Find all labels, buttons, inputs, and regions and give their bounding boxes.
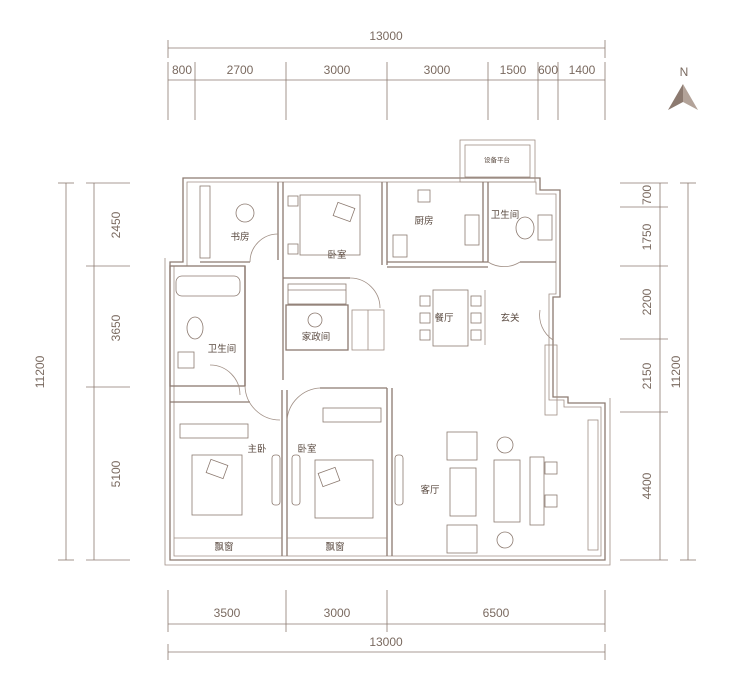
room-label-study: 书房 [230,231,249,243]
right-dimension-lines [620,182,696,561]
top-dimension-segment: 2700 [227,63,254,77]
right-total-dimension: 11200 [669,355,683,388]
bottom-dimension-segment: 3500 [214,606,241,620]
right-dimension-segment: 4400 [640,472,654,499]
room-label-housekeeping: 家政间 [302,331,331,343]
left-dimension-segment: 5100 [109,460,123,487]
room-label-master-bedroom: 主卧 [247,443,267,455]
top-dimension-segment: 600 [538,63,558,77]
room-label-kitchen: 厨房 [414,215,433,227]
left-dimension-lines [58,182,130,561]
top-total-dimension: 13000 [369,29,403,43]
top-dimension-segment: 800 [172,63,192,77]
top-dimension-lines [167,40,606,120]
top-dimension-segment: 3000 [324,63,351,77]
room-label-bedroom-bottom: 卧室 [297,443,316,455]
bottom-dimension-segment: 3000 [324,606,351,620]
door-swings [209,233,554,421]
room-label-entrance: 玄关 [500,312,520,324]
top-dimension-segment: 1400 [569,63,596,77]
right-dimension-segment: 1750 [640,223,654,250]
furniture [179,185,558,554]
right-dimension-segment: 700 [640,185,654,205]
bottom-total-dimension: 13000 [369,635,403,649]
left-dimension-segment: 2450 [109,211,123,238]
room-label-bathroom-left: 卫生间 [208,343,237,355]
compass-label: N [680,65,689,79]
left-total-dimension: 11200 [33,355,47,388]
room-label-living-room: 客厅 [420,484,440,496]
room-label-dining: 餐厅 [434,312,454,324]
bottom-dimension-lines [167,590,606,660]
top-dimension-segment: 1500 [500,63,527,77]
left-dimension-segment: 3650 [109,314,123,341]
room-label-bay-window-right: 飘窗 [325,541,344,553]
right-dimension-segment: 2150 [640,362,654,389]
room-label-equipment-platform: 设备平台 [484,155,510,164]
room-label-bathroom-top: 卫生间 [491,209,520,221]
interior-walls [169,182,599,556]
room-label-bay-window-left: 飘窗 [214,541,233,553]
north-arrow-icon [668,84,698,110]
top-dimension-segment: 3000 [424,63,451,77]
bottom-dimension-segment: 6500 [483,606,510,620]
right-dimension-segment: 2200 [640,288,654,315]
room-label-bedroom-top: 卧室 [327,249,346,261]
